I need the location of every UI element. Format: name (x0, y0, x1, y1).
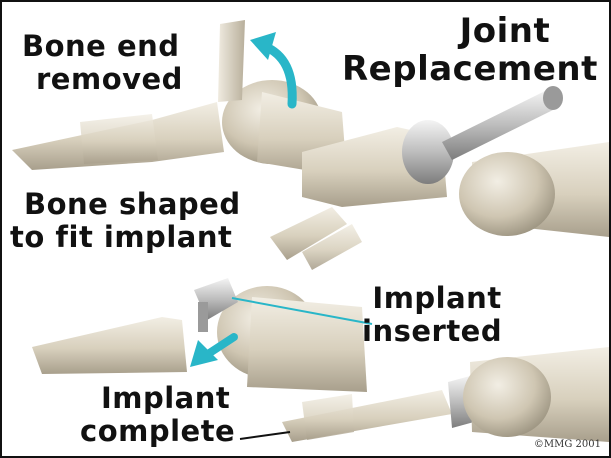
label-line: Bone end (22, 32, 183, 61)
removed-bone-fragment (218, 20, 245, 102)
label-line: to fit implant (10, 223, 241, 252)
copyright-notice: ©MMG 2001 (534, 439, 601, 450)
label-line: Implant (80, 384, 235, 413)
label-implant-complete: Implant complete (80, 384, 235, 446)
label-line: Implant (362, 284, 502, 313)
title-line: Replacement (342, 52, 598, 86)
implant-stem (442, 90, 557, 160)
label-line: removed (22, 65, 183, 94)
toe-phalanx-3 (32, 317, 187, 374)
label-line: Bone shaped (10, 190, 241, 219)
label-bone-end-removed: Bone end removed (22, 32, 183, 94)
label-line: inserted (362, 317, 502, 346)
metatarsal-head-2 (459, 152, 555, 236)
title-line: Joint (342, 14, 598, 48)
label-implant-inserted: Implant inserted (362, 284, 502, 346)
implant-cup (402, 120, 454, 184)
label-bone-shaped: Bone shaped to fit implant (10, 190, 241, 252)
panel-implant-inserted (32, 278, 372, 392)
label-line: complete (80, 417, 235, 446)
title-joint-replacement: Joint Replacement (342, 14, 598, 86)
